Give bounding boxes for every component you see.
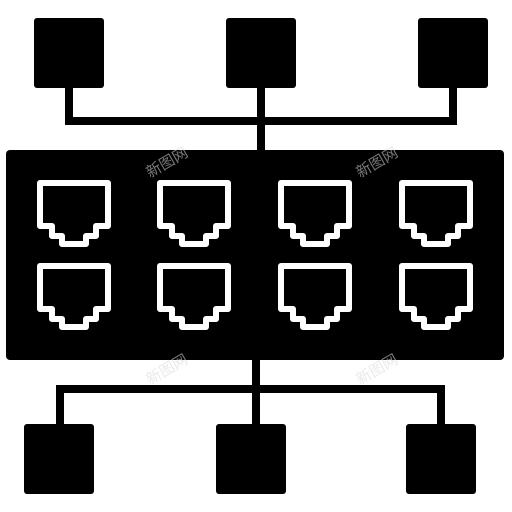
top-connector-lines — [65, 86, 457, 150]
bottom-device-left-icon — [24, 424, 94, 494]
top-device-center-icon — [226, 18, 296, 88]
ethernet-port-icon — [157, 180, 231, 247]
port-row-top — [37, 180, 473, 247]
ethernet-port-icon — [37, 263, 111, 330]
bottom-device-right-icon — [406, 424, 476, 494]
ethernet-port-icon — [399, 180, 473, 247]
ethernet-port-icon — [399, 263, 473, 330]
ethernet-port-icon — [37, 180, 111, 247]
ethernet-port-icon — [278, 180, 352, 247]
ethernet-port-icon — [157, 263, 231, 330]
bottom-device-center-icon — [216, 424, 286, 494]
top-device-right-icon — [418, 18, 488, 88]
bottom-connector-lines — [56, 358, 445, 426]
ethernet-port-icon — [278, 263, 352, 330]
port-row-bottom — [37, 263, 473, 330]
switch-body — [6, 150, 504, 360]
top-device-left-icon — [34, 18, 104, 88]
